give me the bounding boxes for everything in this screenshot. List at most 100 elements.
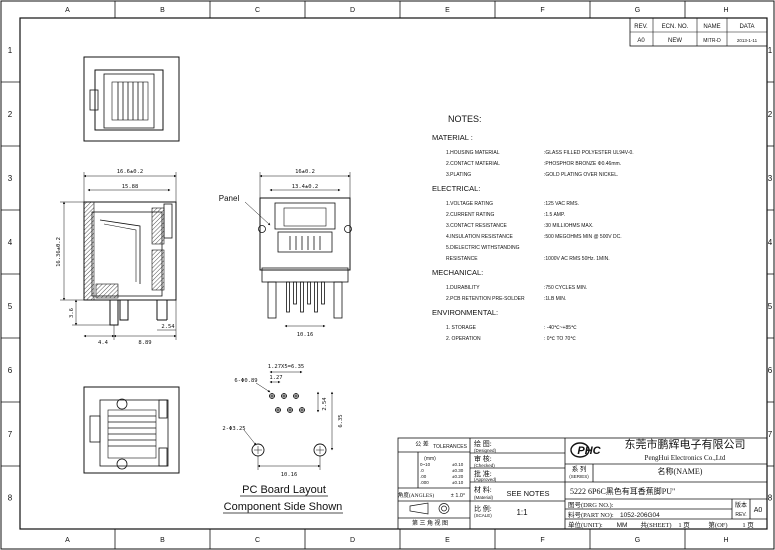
frame-col-label: G [635, 537, 640, 544]
note-label: 5.DIELECTRIC WITHSTANDING [446, 245, 520, 251]
sheet-value: 1 页 [678, 521, 690, 529]
rev-value: A0 [637, 38, 645, 44]
frame-row-label: 2 [8, 110, 13, 119]
pcb-height-dim: 6.35 [338, 414, 344, 427]
note-label: 3.PLATING [446, 172, 471, 178]
tolerance-range: .0 [420, 468, 424, 473]
section-heading: ELECTRICAL: [432, 184, 480, 193]
note-label: 4.INSULATION RESISTANCE [446, 234, 513, 240]
frame-col-label: C [255, 7, 260, 14]
note-value: :500 MEGOHMS MIN @ 500V DC. [544, 234, 622, 240]
rev-block-value: A0 [754, 507, 763, 514]
checked-en: (Checked) [474, 463, 495, 468]
tolerance-range: .000 [420, 480, 429, 485]
note-value: : -40℃~+85℃ [544, 325, 577, 331]
frame-row-label: 1 [8, 46, 13, 55]
frame-row-label: 3 [768, 174, 773, 183]
note-value: :30 MILLIOHMS MAX. [544, 223, 593, 229]
note-value: :PHOSPHOR BRONZE Φ0.46mm. [544, 161, 621, 167]
logo-text: PHC [577, 445, 601, 457]
angle-label: 角度(ANGLES) [398, 491, 435, 499]
section-heading: MECHANICAL: [432, 268, 483, 277]
projection-symbol [409, 502, 450, 515]
rev-en: REV. [735, 512, 746, 518]
side-base-dim: 8.89 [138, 340, 151, 346]
note-value: :1.5 AMP. [544, 212, 565, 218]
note-value: :750 CYCLES MIN. [544, 285, 587, 291]
tolerance-value: ±0.20 [452, 474, 464, 479]
frame-col-label: B [160, 537, 165, 544]
checked-cn: 审 核: [474, 454, 492, 463]
bottom-view [83, 386, 180, 474]
section-heading: ENVIRONMENTAL: [432, 308, 498, 317]
pcb-caption-1: PC Board Layout [242, 484, 326, 496]
panel-label: Panel [219, 194, 240, 203]
note-value: :GLASS FILLED POLYESTER UL94V-0. [544, 150, 634, 156]
tolerance-en: TOLERANCES [433, 444, 467, 450]
side-section-view: 16.6±0.2 15.88 16.36±0.2 3.6 4.4 8.89 2.… [56, 169, 177, 346]
part-value: 1052-206G04 [620, 512, 660, 519]
frame-col-label: H [723, 7, 728, 14]
frame-col-label: E [445, 537, 450, 544]
frame-col-label: F [540, 7, 544, 14]
revision-table: REV. ECN. NO. NAME DATA A0 NEW MITR-D 20… [629, 17, 768, 47]
sheet-label: 共(SHEET) [640, 520, 671, 529]
frame-col-label: B [160, 7, 165, 14]
note-value: : 0℃ TO 70℃ [544, 336, 576, 342]
phc-logo: PHC [570, 442, 602, 458]
side-foot-dim: 2.54 [161, 324, 175, 330]
name-value: MITR-D [703, 38, 721, 44]
frame-col-label: E [445, 7, 450, 14]
side-height-dim: 16.36±0.2 [56, 237, 62, 267]
frame-col-label: A [65, 537, 70, 544]
note-label: 2.CONTACT MATERIAL [446, 161, 500, 167]
approved-en: (Approved) [474, 477, 497, 482]
tolerance-value: ±0.10 [452, 462, 464, 467]
material-cn: 材 料: [474, 485, 492, 494]
data-header: DATA [739, 24, 754, 30]
drg-label: 图号(DRG NO.): [568, 501, 614, 509]
frame-row-label: 4 [768, 238, 773, 247]
note-label: 1.VOLTAGE RATING [446, 201, 493, 207]
frame-row-label: 1 [768, 46, 773, 55]
frame-row-label: 5 [8, 302, 13, 311]
scale-cn: 比 例: [474, 504, 492, 513]
part-label: 料号(PART NO): [568, 510, 614, 519]
frame-row-label: 5 [768, 302, 773, 311]
scale-value: 1:1 [516, 508, 528, 517]
of-value: 1 页 [742, 521, 754, 529]
tolerance-unit: (mm) [424, 456, 436, 462]
tolerance-range: 0~10 [420, 462, 431, 467]
frame-row-label: 6 [768, 366, 773, 375]
pcb-holes-dim: 6-Φ0.89 [234, 378, 257, 384]
unit-value: MM [617, 522, 628, 529]
frame-row-label: 6 [8, 366, 13, 375]
note-value: :1000V AC RMS 50Hz. 1MIN. [544, 256, 610, 262]
side-width-dim: 16.6±0.2 [117, 169, 144, 175]
series-cn: 系 列 [572, 464, 587, 473]
date-value: 2013-1-11 [737, 38, 758, 43]
note-value: :1LB MIN. [544, 296, 566, 302]
frame-col-label: F [540, 537, 544, 544]
unit-label: 单位(UNIT): [568, 520, 603, 529]
series-en: (SERIES) [569, 474, 589, 479]
side-pin-dim: 3.6 [69, 308, 75, 318]
frame-col-label: D [350, 537, 355, 544]
notes-block: NOTES:MATERIAL :1.HOUSING MATERIAL:GLASS… [432, 114, 634, 342]
notes-title: NOTES: [448, 114, 482, 124]
note-label: 1. STORAGE [446, 325, 477, 331]
company-cn: 东莞市鹏辉电子有限公司 [625, 437, 746, 451]
projection-label: 第 三 角 视 图 [412, 519, 448, 527]
of-label: 第(OF) [708, 520, 727, 529]
name-value: 5222 6P6C黑色有耳香蕉脚PU" [570, 486, 675, 496]
frame-col-label: H [723, 537, 728, 544]
rev-cn: 版本 [735, 501, 747, 509]
pcb-row-dim: 2.54 [322, 397, 328, 411]
note-value: :125 VAC RMS. [544, 201, 579, 207]
pcb-width-dim: 10.16 [281, 472, 298, 478]
frame-col-label: D [350, 7, 355, 14]
pcb-spacing-dim: 1.27 [269, 375, 282, 381]
frame-col-label: A [65, 7, 70, 14]
frame-col-label: G [635, 7, 640, 14]
